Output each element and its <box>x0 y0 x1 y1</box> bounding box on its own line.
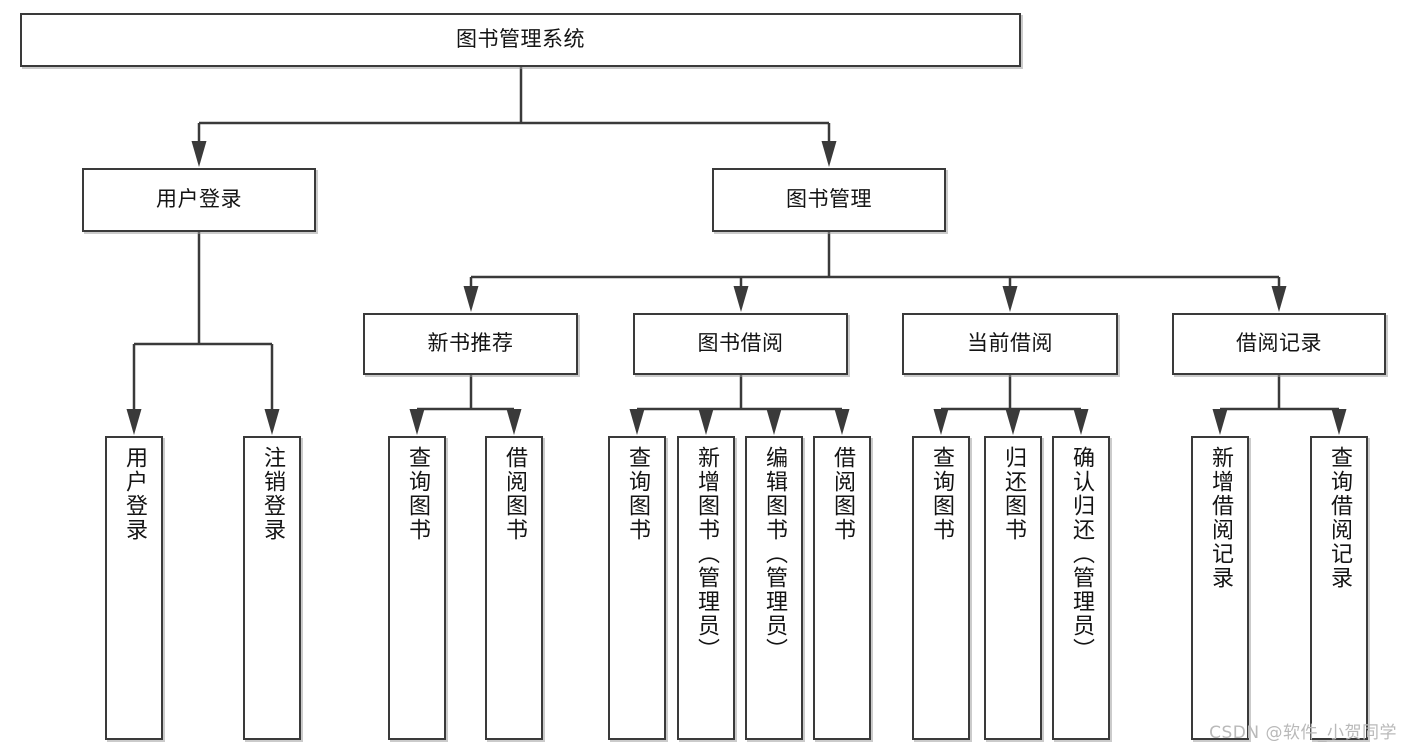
node-label: 查询借阅记录 <box>1326 446 1352 590</box>
node-userlogin[interactable]: 用户登录 <box>105 436 163 740</box>
node-label: 借阅图书 <box>829 446 855 542</box>
node-label: 图书借阅 <box>697 331 784 356</box>
node-returnbook[interactable]: 归还图书 <box>984 436 1042 740</box>
arrowhead-icon <box>126 409 142 435</box>
arrowhead-icon <box>463 286 479 312</box>
connector-group-newbooks <box>409 375 522 435</box>
node-label: 借阅记录 <box>1236 331 1322 356</box>
arrowhead-icon <box>834 409 850 435</box>
arrowhead-icon <box>506 409 522 435</box>
watermark: CSDN @软件_小贺同学 <box>1209 723 1397 743</box>
connector-group-bookmgmt <box>463 232 1287 312</box>
node-label: 新增借阅记录 <box>1207 446 1233 590</box>
node-borrowbook2[interactable]: 借阅图书 <box>813 436 871 740</box>
node-label: 确认归还（管理员） <box>1068 446 1094 662</box>
arrowhead-icon <box>1271 286 1287 312</box>
arrowhead-icon <box>733 286 749 312</box>
node-newbooks[interactable]: 新书推荐 <box>363 313 578 375</box>
node-label: 归还图书 <box>1000 446 1026 542</box>
connector-group-root <box>191 67 837 167</box>
node-querybook3[interactable]: 查询图书 <box>912 436 970 740</box>
arrowhead-icon <box>1212 409 1228 435</box>
node-bookmgmt[interactable]: 图书管理 <box>712 168 946 232</box>
node-records[interactable]: 借阅记录 <box>1172 313 1386 375</box>
arrowhead-icon <box>1073 409 1089 435</box>
node-confirm[interactable]: 确认归还（管理员） <box>1052 436 1110 740</box>
node-label: 用户登录 <box>121 446 147 542</box>
node-addrecord[interactable]: 新增借阅记录 <box>1191 436 1249 740</box>
node-label: 新书推荐 <box>427 331 514 356</box>
connector-group-current <box>933 375 1089 435</box>
arrowhead-icon <box>1005 409 1021 435</box>
node-borrow[interactable]: 图书借阅 <box>633 313 848 375</box>
arrowhead-icon <box>766 409 782 435</box>
connector-group-borrow <box>629 375 850 435</box>
node-label: 借阅图书 <box>501 446 527 542</box>
root-node[interactable]: 图书管理系统 <box>20 13 1021 67</box>
node-queryrecord[interactable]: 查询借阅记录 <box>1310 436 1368 740</box>
node-editbook[interactable]: 编辑图书（管理员） <box>745 436 803 740</box>
arrowhead-icon <box>933 409 949 435</box>
arrowhead-icon <box>629 409 645 435</box>
node-logout[interactable]: 注销登录 <box>243 436 301 740</box>
arrowhead-icon <box>1331 409 1347 435</box>
arrowhead-icon <box>409 409 425 435</box>
node-label: 查询图书 <box>404 446 430 542</box>
node-label: 图书管理 <box>786 187 872 212</box>
arrowhead-icon <box>1002 286 1018 312</box>
node-label: 注销登录 <box>259 446 285 542</box>
node-label: 图书管理系统 <box>456 27 585 52</box>
node-label: 查询图书 <box>928 446 954 542</box>
node-querybook1[interactable]: 查询图书 <box>388 436 446 740</box>
node-label: 编辑图书（管理员） <box>761 446 787 662</box>
node-label: 用户登录 <box>156 187 242 212</box>
arrowhead-icon <box>698 409 714 435</box>
node-label: 查询图书 <box>624 446 650 542</box>
connector-group-login <box>126 232 280 435</box>
node-current[interactable]: 当前借阅 <box>902 313 1118 375</box>
connector-group-records <box>1212 375 1347 435</box>
node-borrowbook1[interactable]: 借阅图书 <box>485 436 543 740</box>
node-label: 当前借阅 <box>967 331 1053 356</box>
node-addbook[interactable]: 新增图书（管理员） <box>677 436 735 740</box>
node-querybook2[interactable]: 查询图书 <box>608 436 666 740</box>
node-login[interactable]: 用户登录 <box>82 168 316 232</box>
arrowhead-icon <box>264 409 280 435</box>
arrowhead-icon <box>821 141 837 167</box>
arrowhead-icon <box>191 141 207 167</box>
node-label: 新增图书（管理员） <box>693 446 719 662</box>
